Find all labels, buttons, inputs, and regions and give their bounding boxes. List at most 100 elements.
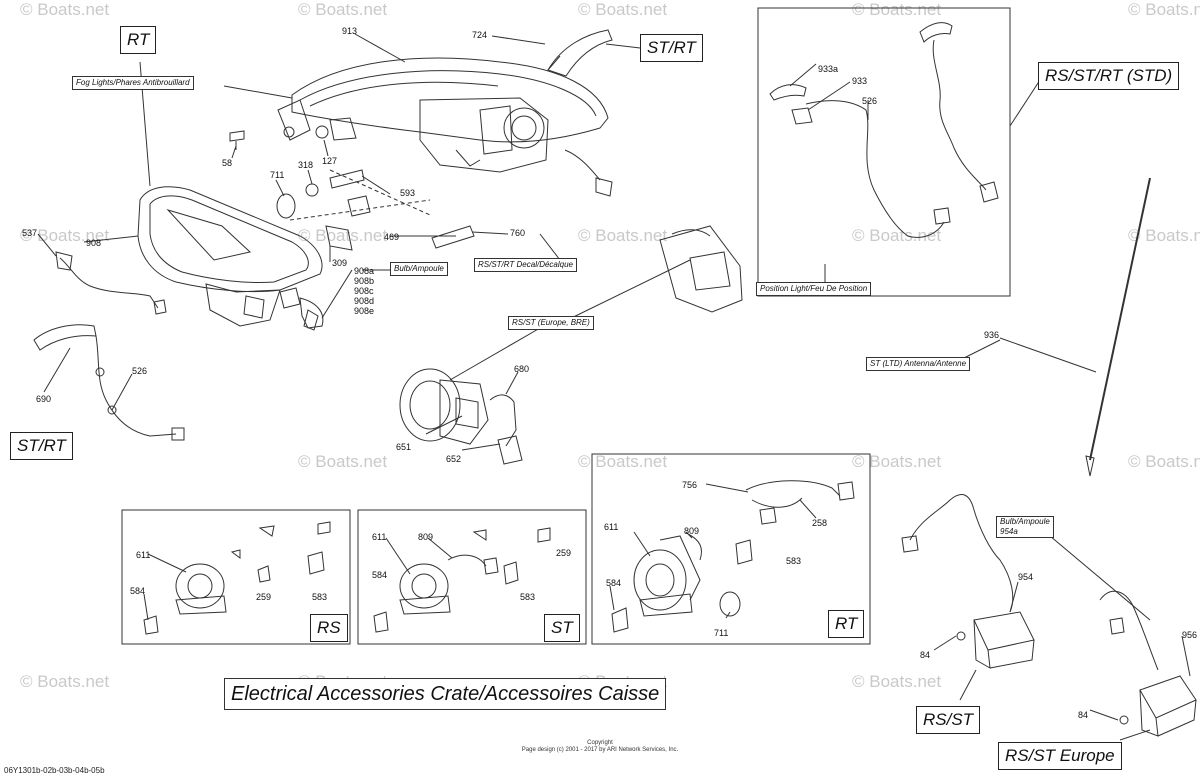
part-84-a[interactable]: 84 [920,650,931,660]
watermark: © Boats.net [298,0,388,19]
part-809-st[interactable]: 809 [418,532,434,542]
watermark: © Boats.net [20,226,110,245]
part-908c[interactable]: 908c [354,286,374,296]
copyright-text: Page design (c) 2001 - 2017 by ARI Netwo… [521,747,679,753]
horn-drawings [143,480,855,635]
part-526-left[interactable]: 526 [132,366,148,376]
part-724[interactable]: 724 [472,30,488,40]
part-593[interactable]: 593 [400,188,416,198]
watermark: © Boats.net [20,672,110,691]
headlight-assembly-drawing [277,29,613,197]
antenna-drawing [1089,177,1151,461]
part-908d[interactable]: 908d [354,296,375,306]
variant-label-rt-horn: RT [828,610,865,638]
bulb-954a-title: Bulb/Ampoule [1000,517,1050,526]
part-309[interactable]: 309 [332,258,348,268]
part-127[interactable]: 127 [322,156,338,166]
variant-label-rs-st: RS/ST [916,706,981,734]
part-583-rs[interactable]: 583 [312,592,328,602]
copyright-title: Copyright [587,740,613,746]
part-933a[interactable]: 933a [818,64,839,74]
variant-label-rt: RT [120,26,157,54]
diagram-code: 06Y1301b-02b-03b-04b-05b [4,766,105,775]
variant-label-st-rt: ST/RT [640,34,703,62]
part-584-rt[interactable]: 584 [606,578,622,588]
europe-fog-light-drawing [399,225,743,465]
watermark: © Boats.net [298,452,388,471]
small-parts-drawing [229,125,475,331]
part-913[interactable]: 913 [342,26,358,36]
position-light-left [33,324,97,351]
part-611-st[interactable]: 611 [372,532,387,542]
part-711-top[interactable]: 711 [270,170,285,180]
part-58[interactable]: 58 [222,158,233,168]
part-690[interactable]: 690 [36,394,52,404]
part-908a[interactable]: 908a [354,266,375,276]
module-drawings [901,494,1197,737]
fog-light-drawing [137,186,323,327]
crate-banner: Electrical Accessories Crate/Accessoires… [224,678,667,710]
part-584-rs[interactable]: 584 [130,586,146,596]
position-light-label: Position Light/Feu De Position [756,282,872,296]
part-680[interactable]: 680 [514,364,530,374]
part-259-rs[interactable]: 259 [256,592,272,602]
bulb-label: Bulb/Ampoule [390,262,448,276]
part-760[interactable]: 760 [510,228,526,238]
watermark: © Boats.net [578,226,668,245]
part-526-right[interactable]: 526 [862,96,878,106]
rs-horn-frame [121,509,351,645]
bulb-954a-label: Bulb/Ampoule 954a [996,516,1054,538]
watermark: © Boats.net [1128,452,1200,471]
part-936[interactable]: 936 [984,330,1000,340]
bulb-954a-number: 954a [1000,527,1018,536]
part-259-st[interactable]: 259 [556,548,572,558]
part-933[interactable]: 933 [852,76,868,86]
rt-horn-frame [591,453,871,645]
watermark: © Boats.net [1128,0,1200,19]
watermark: © Boats.net [578,0,668,19]
part-84-b[interactable]: 84 [1078,710,1089,720]
part-584-st[interactable]: 584 [372,570,388,580]
antenna-label: ST (LTD) Antenna/Antenne [866,357,971,371]
part-956[interactable]: 956 [1182,630,1198,640]
variant-label-rs: RS [310,614,348,642]
part-908b[interactable]: 908b [354,276,375,286]
part-908e[interactable]: 908e [354,306,375,316]
st-horn-frame [357,509,587,645]
part-583-st[interactable]: 583 [520,592,536,602]
fog-lights-label: Fog Lights/Phares Antibrouillard [72,76,194,90]
watermark: © Boats.net [1128,226,1200,245]
part-469[interactable]: 469 [384,232,400,242]
part-954[interactable]: 954 [1018,572,1034,582]
variant-label-st: ST [544,614,580,642]
leader-lines [37,33,1191,741]
part-318[interactable]: 318 [298,160,314,170]
watermark: © Boats.net [20,0,110,19]
watermark: © Boats.net [298,226,388,245]
part-537[interactable]: 537 [22,228,38,238]
part-756[interactable]: 756 [682,480,698,490]
watermark: © Boats.net [852,226,942,245]
part-652[interactable]: 652 [446,454,462,464]
part-711-rt[interactable]: 711 [714,628,729,638]
part-651[interactable]: 651 [396,442,412,452]
part-258[interactable]: 258 [812,518,828,528]
watermark: © Boats.net [578,452,668,471]
europe-bre-label: RS/ST (Europe, BRE) [508,316,594,330]
part-611-rt[interactable]: 611 [604,522,619,532]
decal-label: RS/ST/RT Decal/Décalque [474,258,577,272]
harness-537 [59,257,159,309]
watermark: © Boats.net [852,672,942,691]
variant-label-rs-st-europe: RS/ST Europe [998,742,1122,770]
watermark: © Boats.net [852,0,942,19]
part-809-rt[interactable]: 809 [684,526,700,536]
watermark: © Boats.net [852,452,942,471]
position-light-frame [757,7,1011,297]
variant-label-rs-st-rt-std: RS/ST/RT (STD) [1038,62,1180,90]
part-611-rs[interactable]: 611 [136,550,151,560]
part-908[interactable]: 908 [86,238,102,248]
variant-label-st-rt-left: ST/RT [10,432,73,460]
part-583-rt[interactable]: 583 [786,556,802,566]
